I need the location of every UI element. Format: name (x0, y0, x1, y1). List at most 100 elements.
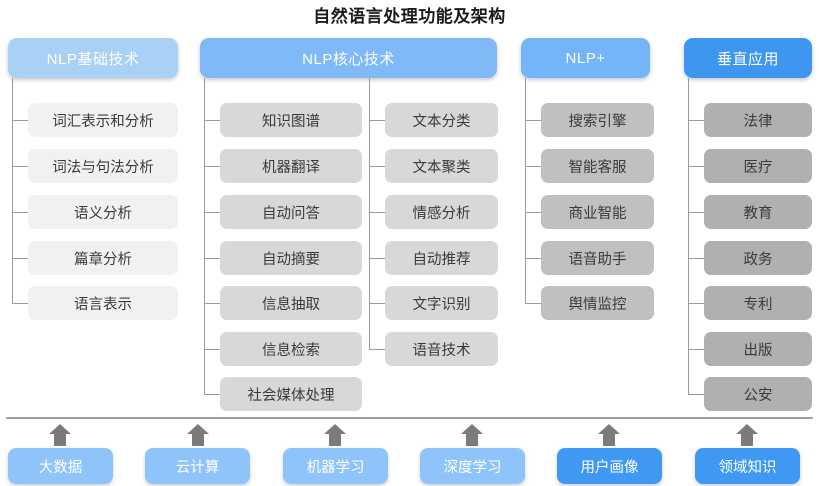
item-core-left-0[interactable]: 知识图谱 (220, 103, 362, 137)
item-basic-4[interactable]: 语言表示 (28, 286, 178, 320)
item-vertical-6-label: 公安 (743, 387, 773, 404)
foundation-domain-knowledge[interactable]: 领域知识 (695, 448, 800, 484)
item-vertical-2-label: 教育 (743, 205, 773, 222)
item-core-left-6[interactable]: 社会媒体处理 (220, 377, 362, 411)
header-nlp-plus-label: NLP+ (565, 49, 606, 67)
item-vertical-4-label: 专利 (743, 296, 773, 313)
item-core-left-2[interactable]: 自动问答 (220, 195, 362, 229)
connector-trunk-core-right (369, 78, 370, 350)
connector-stub-plus-2 (525, 212, 541, 213)
connector-stub-plus-1 (525, 166, 541, 167)
item-plus-1[interactable]: 智能客服 (541, 149, 654, 183)
connector-stub-vertical-2 (688, 212, 704, 213)
connector-stub-basic-0 (12, 120, 28, 121)
item-plus-4[interactable]: 舆情监控 (541, 286, 654, 320)
foundation-machine-learning-label: 机器学习 (306, 459, 365, 476)
item-vertical-0-label: 法律 (743, 113, 773, 130)
item-plus-2-label: 商业智能 (568, 205, 627, 222)
connector-stub-core-left-6 (204, 394, 220, 395)
item-core-left-5[interactable]: 信息检索 (220, 332, 362, 366)
foundation-deep-learning[interactable]: 深度学习 (420, 448, 525, 484)
item-plus-3[interactable]: 语音助手 (541, 241, 654, 275)
item-vertical-5-label: 出版 (743, 342, 773, 359)
item-core-left-2-label: 自动问答 (262, 205, 320, 222)
connector-stub-core-left-5 (204, 349, 220, 350)
item-core-right-1[interactable]: 文本聚类 (385, 149, 498, 183)
item-vertical-2[interactable]: 教育 (704, 195, 812, 229)
header-vertical-app-label: 垂直应用 (716, 50, 779, 68)
connector-stub-core-right-0 (369, 120, 385, 121)
item-vertical-1[interactable]: 医疗 (704, 149, 812, 183)
header-nlp-plus[interactable]: NLP+ (521, 38, 650, 78)
item-core-left-1[interactable]: 机器翻译 (220, 149, 362, 183)
connector-stub-core-right-1 (369, 166, 385, 167)
item-core-right-4-label: 文字识别 (412, 296, 471, 313)
item-plus-0[interactable]: 搜索引擎 (541, 103, 654, 137)
item-vertical-3-label: 政务 (743, 251, 773, 268)
item-core-right-2-label: 情感分析 (412, 205, 471, 222)
item-basic-3-label: 篇章分析 (74, 251, 132, 268)
item-plus-0-label: 搜索引擎 (568, 113, 627, 130)
item-core-left-4[interactable]: 信息抽取 (220, 286, 362, 320)
connector-stub-core-left-4 (204, 303, 220, 304)
connector-stub-core-right-5 (369, 349, 385, 350)
item-basic-0[interactable]: 词汇表示和分析 (28, 103, 178, 137)
connector-stub-core-right-4 (369, 303, 385, 304)
connector-stub-plus-3 (525, 258, 541, 259)
item-vertical-6[interactable]: 公安 (704, 377, 812, 411)
item-plus-2[interactable]: 商业智能 (541, 195, 654, 229)
header-vertical-app[interactable]: 垂直应用 (684, 38, 812, 78)
item-core-left-6-label: 社会媒体处理 (247, 387, 335, 404)
foundation-separator (6, 417, 813, 419)
item-core-left-5-label: 信息检索 (262, 342, 320, 359)
item-plus-3-label: 语音助手 (568, 251, 627, 268)
connector-stub-vertical-5 (688, 349, 704, 350)
foundation-machine-learning[interactable]: 机器学习 (283, 448, 388, 484)
item-core-right-3-label: 自动推荐 (412, 251, 471, 268)
item-basic-1[interactable]: 词法与句法分析 (28, 149, 178, 183)
connector-stub-core-left-2 (204, 212, 220, 213)
item-core-right-0-label: 文本分类 (412, 113, 471, 130)
item-core-right-5[interactable]: 语音技术 (385, 332, 498, 366)
header-nlp-basic[interactable]: NLP基础技术 (8, 38, 178, 78)
connector-stub-core-left-0 (204, 120, 220, 121)
arrow-up-icon-3 (460, 424, 484, 446)
connector-stub-plus-4 (525, 303, 541, 304)
foundation-cloud-computing-label: 云计算 (175, 459, 220, 476)
connector-stub-vertical-1 (688, 166, 704, 167)
item-core-left-0-label: 知识图谱 (262, 113, 320, 130)
item-basic-3[interactable]: 篇章分析 (28, 241, 178, 275)
foundation-deep-learning-label: 深度学习 (443, 459, 502, 476)
item-core-right-0[interactable]: 文本分类 (385, 103, 498, 137)
arrow-up-icon-4 (597, 424, 621, 446)
connector-stub-basic-2 (12, 212, 28, 213)
connector-stub-core-left-1 (204, 166, 220, 167)
item-core-left-3[interactable]: 自动摘要 (220, 241, 362, 275)
connector-trunk-vertical (688, 78, 689, 395)
connector-stub-vertical-4 (688, 303, 704, 304)
foundation-domain-knowledge-label: 领域知识 (718, 459, 777, 476)
foundation-user-profile-label: 用户画像 (580, 459, 639, 476)
item-core-right-5-label: 语音技术 (412, 342, 471, 359)
header-nlp-core[interactable]: NLP核心技术 (200, 38, 497, 78)
item-core-right-4[interactable]: 文字识别 (385, 286, 498, 320)
connector-stub-core-right-3 (369, 258, 385, 259)
item-plus-1-label: 智能客服 (568, 159, 627, 176)
connector-stub-vertical-0 (688, 120, 704, 121)
arrow-up-icon-0 (48, 424, 72, 446)
item-basic-2[interactable]: 语义分析 (28, 195, 178, 229)
foundation-big-data[interactable]: 大数据 (8, 448, 113, 484)
item-core-right-2[interactable]: 情感分析 (385, 195, 498, 229)
foundation-user-profile[interactable]: 用户画像 (557, 448, 662, 484)
item-vertical-5[interactable]: 出版 (704, 332, 812, 366)
item-core-left-4-label: 信息抽取 (262, 296, 320, 313)
item-plus-4-label: 舆情监控 (568, 296, 627, 313)
item-vertical-3[interactable]: 政务 (704, 241, 812, 275)
foundation-cloud-computing[interactable]: 云计算 (145, 448, 250, 484)
item-basic-0-label: 词汇表示和分析 (52, 113, 154, 130)
item-core-right-1-label: 文本聚类 (412, 159, 471, 176)
item-vertical-0[interactable]: 法律 (704, 103, 812, 137)
item-core-right-3[interactable]: 自动推荐 (385, 241, 498, 275)
item-vertical-4[interactable]: 专利 (704, 286, 812, 320)
